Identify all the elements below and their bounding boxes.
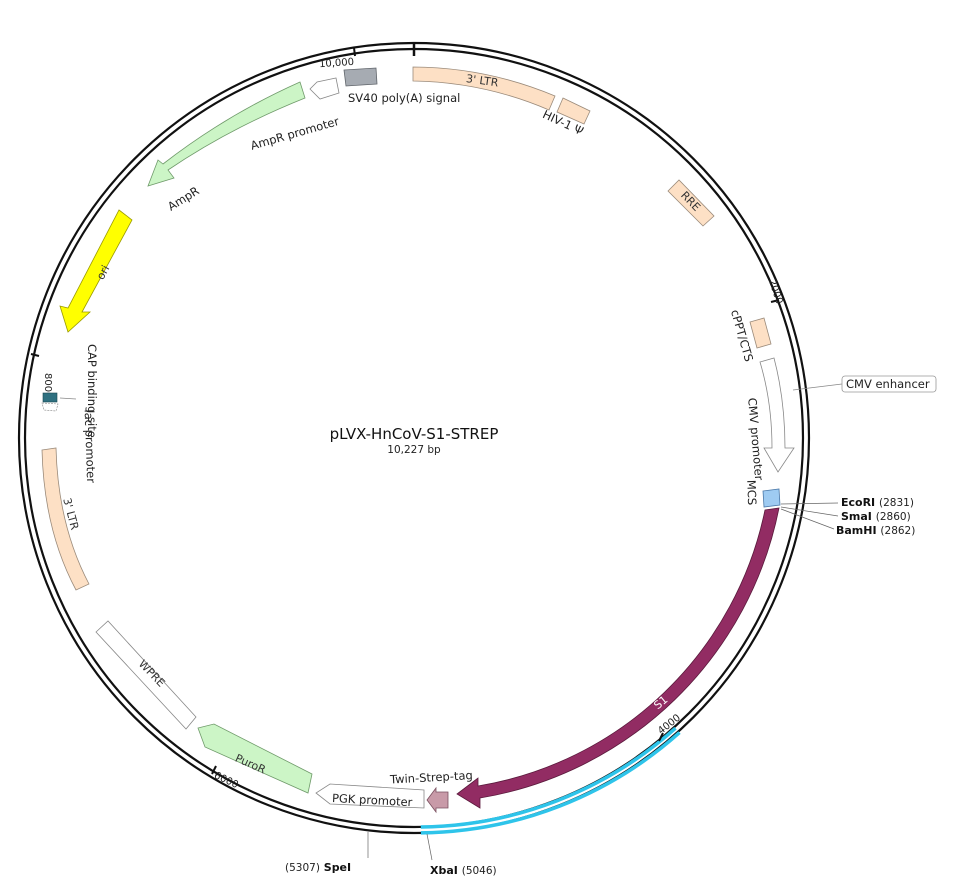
site-pointer-smai: [780, 506, 839, 517]
backbone-region-inner: [420, 726, 677, 829]
feature-hiv1-psi: [556, 97, 591, 125]
tick-label-8000: 8000: [42, 373, 53, 398]
feature-wpre: [95, 620, 197, 730]
feature-label-lac-promoter: lac promoter: [82, 409, 99, 483]
site-spei: (5307) SpeI: [285, 861, 351, 874]
feature-label-mcs: MCS: [744, 480, 759, 506]
cmv-enhancer-box: [841, 375, 937, 393]
feature-label-cmv-enhancer: CMV enhancer: [846, 377, 930, 391]
feature-3ltr-left: [41, 447, 90, 591]
feature-label-sv40: SV40 poly(A) signal: [348, 91, 460, 105]
feature-puror: [197, 723, 313, 794]
feature-ori: [59, 209, 133, 333]
feature-lac-promoter: [41, 402, 59, 412]
plasmid-name: pLVX-HnCoV-S1-STREP: [330, 425, 499, 443]
feature-ampr-promoter: [309, 77, 340, 100]
feature-label-twin-strep: Twin-Strep-tag: [389, 768, 473, 786]
feature-pgk-promoter: [315, 783, 425, 809]
backbone-region-outer: [420, 731, 681, 835]
feature-s1: [456, 507, 780, 809]
feature-cppt-cts: [749, 317, 772, 349]
feature-label-3ltr-top: 3' LTR: [465, 72, 499, 89]
feature-label-ori: ori: [94, 263, 112, 282]
tick-label-6000: 6000: [212, 770, 240, 791]
site-xbai: XbaI (5046): [430, 864, 497, 877]
site-pointer-bamhi: [780, 508, 835, 530]
site-pointer-ecori: [780, 502, 839, 505]
feature-twin-strep-tag: [426, 786, 449, 814]
tick-4000: [658, 732, 664, 742]
feature-sv40-polya: [343, 67, 378, 87]
tick-8000: [30, 353, 40, 357]
tick-6000: [211, 765, 217, 775]
feature-rre: [667, 179, 715, 227]
tick-10000: [353, 47, 356, 57]
tick-2000: [770, 299, 780, 303]
plasmid-length: 10,227 bp: [387, 444, 441, 456]
cmv-enhancer-pointer: [792, 383, 843, 391]
feature-label-cap-site: CAP binding site: [85, 344, 99, 438]
feature-cmv-arrow: [759, 357, 795, 473]
feature-mcs: [762, 488, 781, 508]
site-ecori: EcoRI (2831): [841, 496, 914, 509]
feature-label-cppt-cts: cPPT/CTS: [728, 308, 756, 363]
cap-site-pointer: [59, 397, 77, 400]
site-pointer-xbai: [426, 833, 433, 861]
feature-ampr: [147, 81, 306, 187]
tick-label-2000: 2000: [766, 278, 784, 306]
feature-cap-site: [42, 392, 58, 403]
feature-3ltr-top: [412, 66, 556, 111]
feature-label-ampr: AmpR: [165, 184, 202, 214]
feature-label-ampr-promoter: AmpR promoter: [249, 114, 341, 153]
tick-label-10000: 10,000: [319, 57, 355, 70]
site-smai: SmaI (2860): [841, 510, 911, 523]
site-bamhi: BamHI (2862): [836, 524, 915, 537]
feature-label-cmv-promoter: CMV promoter: [745, 397, 766, 481]
feature-label-pgk: PGK promoter: [332, 791, 413, 809]
